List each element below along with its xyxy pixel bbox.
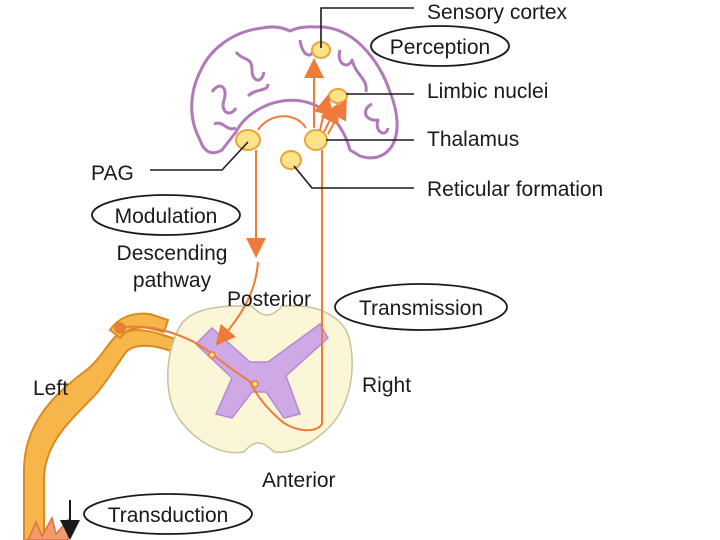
limbic-nucleus (328, 88, 348, 104)
perception-ellipse (370, 25, 510, 67)
afferent-into-cord (119, 325, 255, 385)
label-sensory-cortex: Sensory cortex (427, 1, 568, 24)
label-pag: PAG (91, 162, 134, 185)
labels: Sensory cortex Perception Limbic nuclei … (33, 1, 603, 527)
label-right: Right (362, 374, 411, 397)
transduction-ellipse (83, 493, 253, 535)
label-anterior: Anterior (262, 469, 336, 492)
label-posterior: Posterior (227, 288, 311, 311)
leader-lines (150, 7, 414, 189)
label-descending-line1: Descending (117, 242, 228, 265)
label-transmission: Transmission (359, 297, 483, 320)
spinal-cord (167, 305, 353, 454)
synapse-2 (251, 380, 259, 388)
ascending-tract (249, 150, 323, 432)
descending-to-cord (215, 261, 259, 346)
thalamus-to-pag (257, 115, 307, 131)
thalamus-to-limbic-3 (327, 99, 347, 135)
label-left: Left (33, 377, 68, 400)
pag-nucleus (235, 129, 261, 151)
pain-pathways (119, 58, 347, 432)
leader-reticular (293, 165, 414, 189)
label-reticular-formation: Reticular formation (427, 178, 603, 201)
label-thalamus: Thalamus (427, 128, 519, 151)
stage-ellipses (83, 25, 510, 535)
brain-outline (190, 25, 399, 160)
label-limbic-nuclei: Limbic nuclei (427, 80, 548, 103)
leader-pag (150, 141, 249, 171)
modulation-ellipse (91, 194, 241, 236)
reticular-nucleus (280, 150, 302, 170)
thalamus-nucleus (304, 129, 328, 151)
label-modulation: Modulation (115, 205, 218, 228)
leader-sensory-cortex (320, 7, 414, 48)
label-descending-line2: pathway (133, 269, 212, 292)
transmission-ellipse (334, 283, 508, 331)
label-transduction: Transduction (108, 504, 229, 527)
label-perception: Perception (390, 36, 490, 59)
synapse-1 (208, 351, 216, 359)
